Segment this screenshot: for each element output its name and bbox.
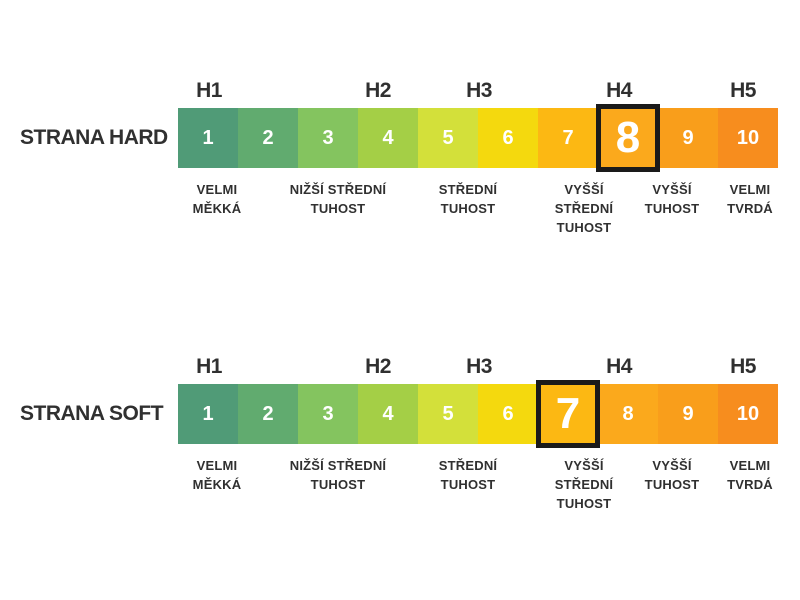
cell-number: 4 (382, 402, 394, 425)
cell-number: 7 (555, 389, 581, 438)
description-label: VYŠŠÍ STŘEDNÍ TUHOST (554, 458, 614, 511)
scale-row: STRANA SOFT H1 H2 H3 H4 H5 1 2 3 4 5 6 7 8 9 10 VELMI… (0, 346, 800, 596)
cell-number: 1 (202, 402, 214, 425)
cell-number: 10 (736, 402, 760, 425)
scale-row: STRANA HARD H1 H2 H3 H4 H5 1 2 3 4 5 6 7 8 9 10 VELMI… (0, 70, 800, 320)
cell-number: 10 (736, 126, 760, 149)
row-title-soft: STRANA SOFT (20, 402, 164, 425)
description-label: VYŠŠÍ STŘEDNÍ TUHOST (554, 182, 614, 235)
scale-band: 1 2 3 4 5 6 7 8 9 10 (178, 380, 778, 448)
scale-band: 1 2 3 4 5 6 7 8 9 10 (178, 104, 778, 172)
h-label: H3 (466, 355, 492, 378)
cell-number: 6 (502, 402, 514, 425)
description-label: VELMI TVRDÁ (727, 182, 773, 216)
scale-cell: 10 (718, 384, 778, 444)
scale-cell: 9 (658, 384, 718, 444)
description-label: VYŠŠÍ TUHOST (644, 182, 700, 216)
scale-cell: 4 (358, 108, 418, 168)
scale-cell: 10 (718, 108, 778, 168)
scale-cell-highlighted: 8 (596, 104, 660, 172)
cell-number: 3 (322, 402, 334, 425)
cell-number: 3 (322, 126, 334, 149)
description-label: STŘEDNÍ TUHOST (438, 182, 498, 216)
description-label: VYŠŠÍ TUHOST (644, 458, 700, 492)
h-label: H4 (606, 79, 632, 102)
cell-number: 5 (442, 126, 454, 149)
description-label: VELMI TVRDÁ (727, 458, 773, 492)
scale-cell: 5 (418, 384, 478, 444)
cell-number: 9 (682, 126, 694, 149)
h-label: H3 (466, 79, 492, 102)
scale-cell: 6 (478, 108, 538, 168)
scale-cell-highlighted: 7 (536, 380, 600, 448)
cell-number: 9 (682, 402, 694, 425)
scale-cell: 4 (358, 384, 418, 444)
scale-cell: 2 (238, 108, 298, 168)
scale-cell: 1 (178, 384, 238, 444)
cell-number: 4 (382, 126, 394, 149)
description-label: VELMI MĚKKÁ (192, 182, 242, 216)
h-label: H1 (196, 79, 222, 102)
scale-cell: 3 (298, 384, 358, 444)
h-labels-group: H1 H2 H3 H4 H5 (0, 80, 800, 104)
description-label: NIŽŠÍ STŘEDNÍ TUHOST (289, 458, 387, 492)
scale-cell: 8 (598, 384, 658, 444)
h-label: H2 (365, 355, 391, 378)
h-label: H5 (730, 355, 756, 378)
cell-number: 5 (442, 402, 454, 425)
scale-cell: 6 (478, 384, 538, 444)
scale-cell: 1 (178, 108, 238, 168)
h-label: H4 (606, 355, 632, 378)
h-label: H2 (365, 79, 391, 102)
scale-cell: 9 (658, 108, 718, 168)
cell-number: 1 (202, 126, 214, 149)
scale-cell: 2 (238, 384, 298, 444)
scale-cell: 3 (298, 108, 358, 168)
scale-cell: 5 (418, 108, 478, 168)
description-label: STŘEDNÍ TUHOST (438, 458, 498, 492)
cell-number: 2 (262, 402, 274, 425)
description-label: NIŽŠÍ STŘEDNÍ TUHOST (289, 182, 387, 216)
scale-cell: 7 (538, 108, 598, 168)
description-label: VELMI MĚKKÁ (192, 458, 242, 492)
cell-number: 7 (562, 126, 574, 149)
h-label: H1 (196, 355, 222, 378)
cell-number: 8 (615, 113, 641, 162)
h-label: H5 (730, 79, 756, 102)
cell-number: 8 (622, 402, 634, 425)
row-title-hard: STRANA HARD (20, 126, 168, 149)
cell-number: 6 (502, 126, 514, 149)
h-labels-group: H1 H2 H3 H4 H5 (0, 356, 800, 380)
cell-number: 2 (262, 126, 274, 149)
